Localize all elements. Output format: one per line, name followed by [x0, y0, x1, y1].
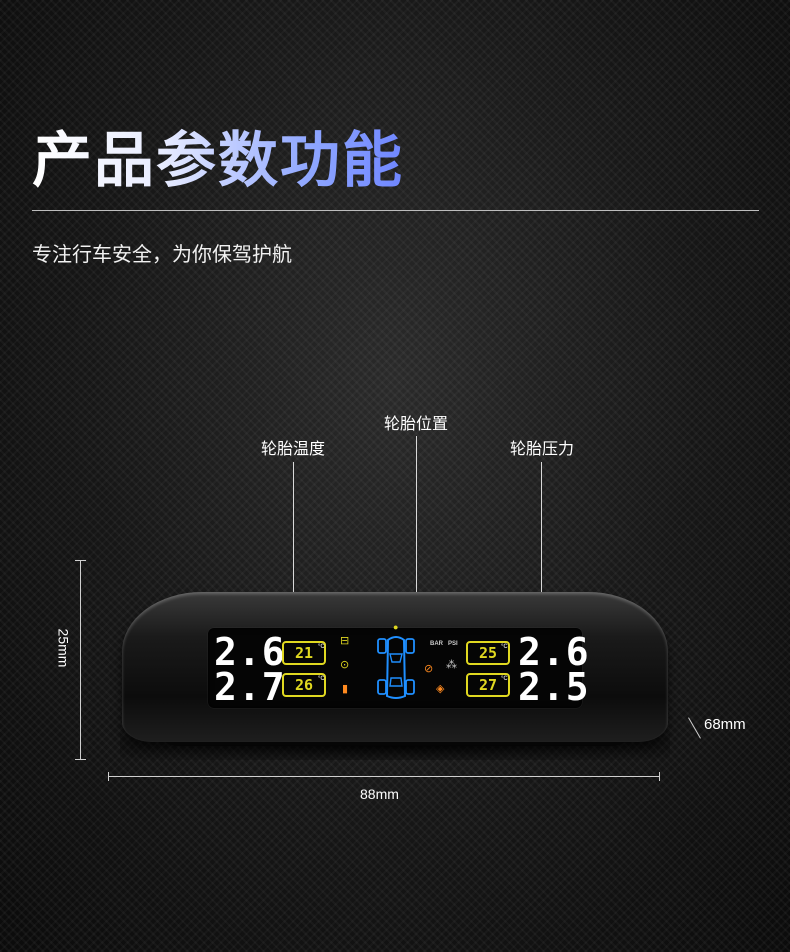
callout-pressure-label: 轮胎压力 — [510, 439, 575, 458]
temp-rear-left: 26 — [282, 673, 326, 697]
leak-icon: ◈ — [436, 683, 445, 695]
height-dimension-line — [75, 560, 86, 760]
callout-pressure-line — [541, 462, 542, 628]
tire-position-diagram — [372, 634, 420, 702]
unit-celsius-fr: °C — [501, 644, 508, 650]
unit-celsius-rr: °C — [501, 676, 508, 682]
title-divider — [32, 210, 759, 211]
unit-psi: PSI — [448, 641, 458, 647]
pressure-front-left: 2.6 — [214, 630, 286, 674]
page-title: 产品参数功能 — [32, 112, 404, 199]
temp-front-right: 25 — [466, 641, 510, 665]
height-dimension-label: 25mm — [55, 628, 72, 668]
callout-position-label: 轮胎位置 — [384, 414, 449, 433]
battery-icon: ⊟ — [340, 635, 350, 647]
callout-temperature-label: 轮胎温度 — [261, 439, 326, 458]
width-dimension-label: 88mm — [360, 786, 399, 802]
tpms-screen — [208, 628, 582, 708]
temp-rear-right: 27 — [466, 673, 510, 697]
callout-position-line — [416, 436, 417, 604]
depth-dimension-label: 68mm — [704, 716, 746, 733]
depth-dimension-line — [688, 717, 701, 739]
low-battery-icon: ▮ — [342, 683, 349, 695]
link-icon: ⊘ — [424, 663, 434, 675]
unit-bar: BAR — [430, 641, 443, 647]
alarm-icon: ● — [393, 622, 399, 632]
tire-rotation-icon: ⁂ — [446, 659, 457, 671]
width-dimension-line — [108, 772, 660, 781]
unit-celsius-rl: °C — [318, 676, 325, 682]
pressure-rear-left: 2.7 — [214, 665, 286, 709]
temp-front-left: 21 — [282, 641, 326, 665]
unit-celsius-fl: °C — [318, 644, 325, 650]
page-subtitle: 专注行车安全，为你保驾护航 — [32, 242, 292, 266]
tire-warning-icon: ⊙ — [340, 659, 350, 671]
pressure-front-right: 2.6 — [518, 630, 590, 674]
pressure-rear-right: 2.5 — [518, 665, 590, 709]
callout-temperature-line — [293, 462, 294, 630]
